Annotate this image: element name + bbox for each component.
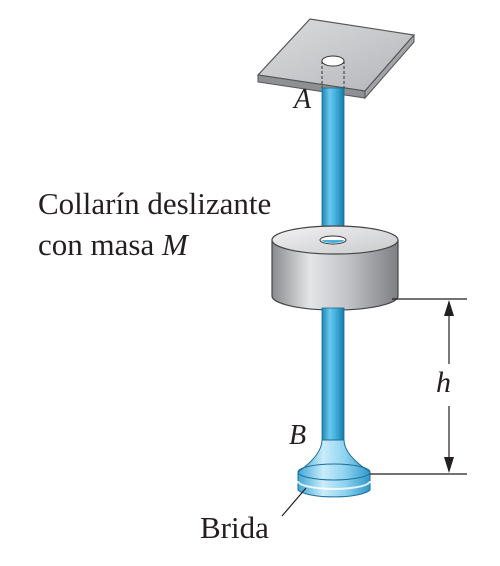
plate-hole — [321, 55, 345, 88]
collar-label-line2: con masa M — [38, 229, 188, 260]
point-b-label: B — [289, 420, 307, 451]
arrow-up-icon — [444, 300, 454, 316]
collar-label-prefix: con masa — [38, 227, 162, 262]
rod-upper — [321, 87, 345, 239]
collar-label-line1: Collarín deslizante — [38, 186, 272, 221]
point-a-label: A — [294, 84, 312, 115]
flange-leader — [281, 487, 307, 517]
flange — [297, 439, 371, 498]
mass-symbol: M — [161, 227, 188, 262]
height-label: h — [436, 366, 451, 399]
flange-label: Brida — [200, 510, 269, 545]
sliding-collar — [271, 225, 399, 311]
height-dimension — [370, 298, 467, 475]
arrow-down-icon — [444, 457, 454, 473]
rod-lower — [321, 307, 345, 441]
support-plate — [256, 18, 416, 100]
